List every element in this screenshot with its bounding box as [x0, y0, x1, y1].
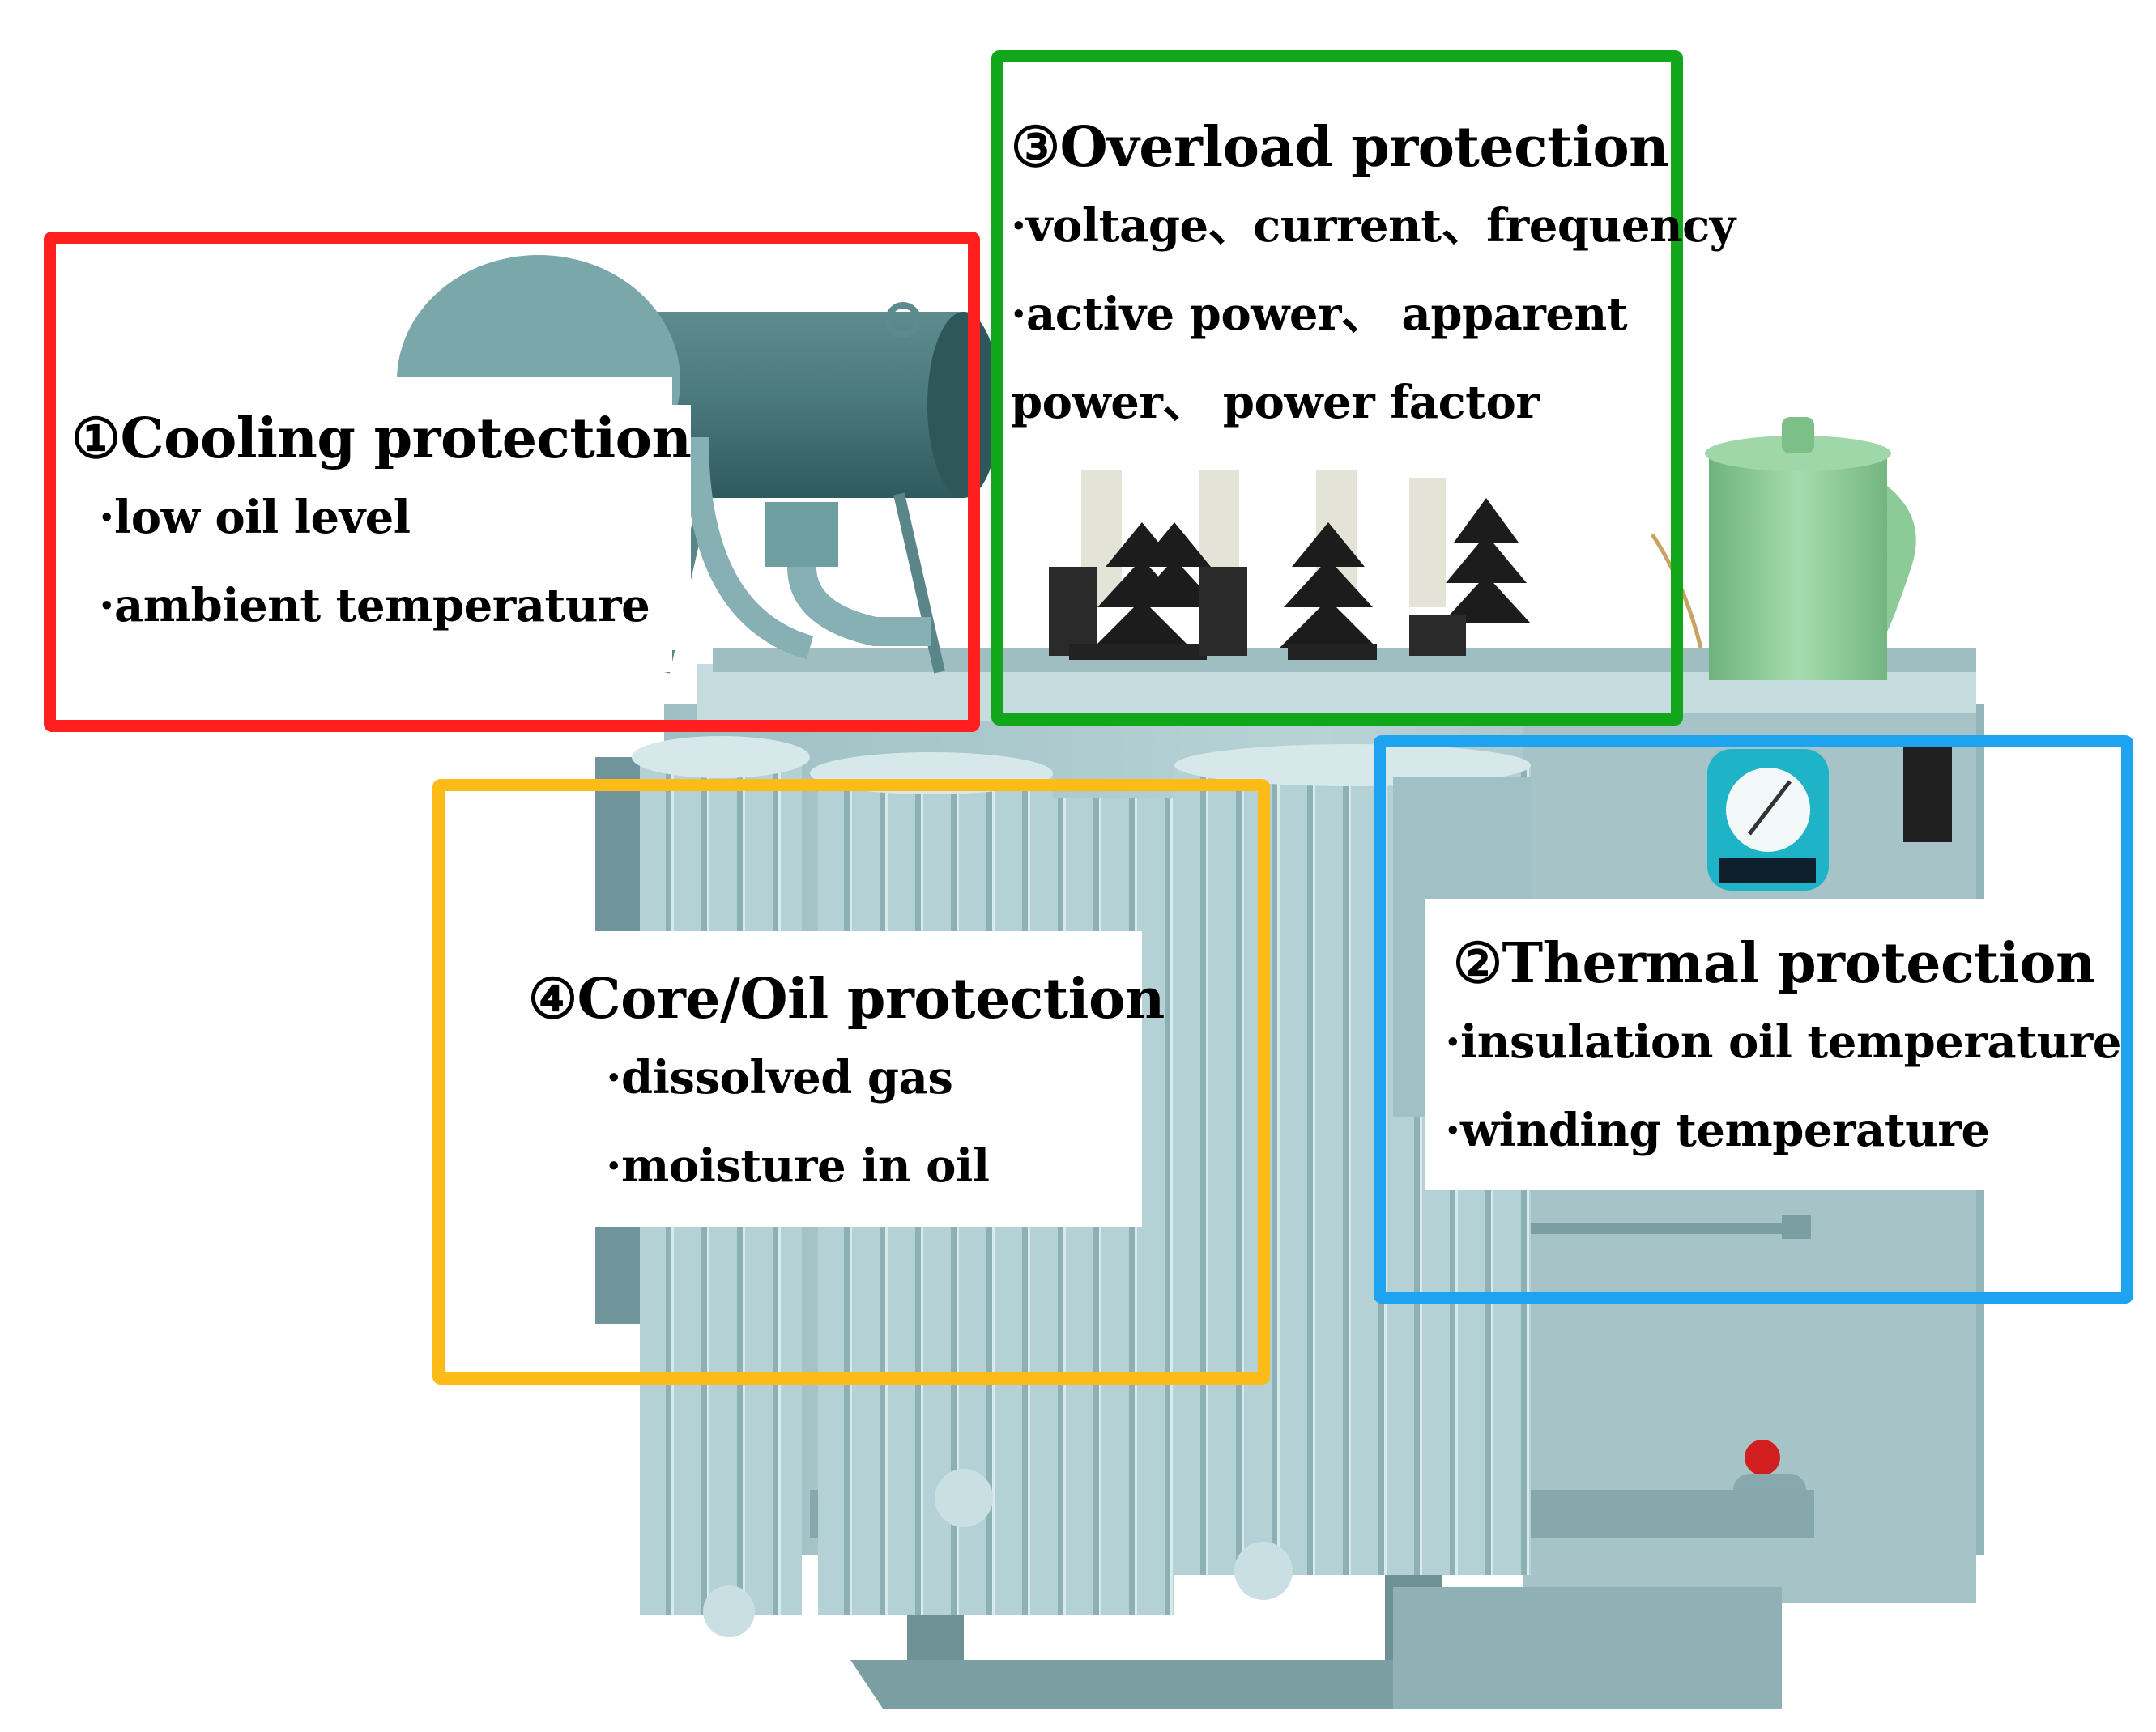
- overload-zone-box: [991, 50, 1683, 726]
- core-oil-protection-title: ④Core/Oil protection: [528, 967, 1165, 1032]
- cooling-protection-label: ①Cooling protection ·low oil level ·ambi…: [71, 405, 692, 651]
- overload-item-voltage-current-frequency: ·voltage、current、frequency: [1011, 199, 1736, 253]
- hv-bushings: [1049, 470, 1531, 660]
- thermal-protection-label: ②Thermal protection ·insulation oil temp…: [1445, 930, 2121, 1175]
- core-oil-item-dissolved-gas: ·dissolved gas: [606, 1051, 953, 1104]
- overload-item-active-apparent-power: ·active power、 apparent: [1011, 287, 1628, 342]
- temperature-gauge-icon: [1707, 745, 1952, 891]
- core-oil-item-moisture-in-oil: ·moisture in oil: [606, 1139, 990, 1194]
- overload-protection-title: ③Overload protection: [1011, 115, 1669, 180]
- thermal-item-winding-temperature: ·winding temperature: [1445, 1104, 1990, 1158]
- overload-item-power-factor: power、 power factor: [1011, 376, 1540, 430]
- thermal-item-insulation-oil-temperature: ·insulation oil temperature: [1445, 1015, 2121, 1069]
- core-oil-zone-box: [432, 779, 1270, 1385]
- thermal-protection-title: ②Thermal protection: [1453, 931, 2095, 996]
- overload-protection-label: ③Overload protection ·voltage、current、fr…: [1011, 113, 1736, 448]
- cooling-zone-box: [44, 232, 980, 732]
- cooling-item-low-oil-level: ·low oil level: [99, 491, 411, 544]
- breather-unit: [1650, 417, 1916, 680]
- cooling-item-ambient-temperature: ·ambient temperature: [99, 579, 650, 633]
- core-oil-protection-label: ④Core/Oil protection ·dissolved gas ·moi…: [528, 965, 1165, 1211]
- cooling-protection-title: ①Cooling protection: [71, 406, 692, 471]
- thermal-zone-box: [1374, 735, 2133, 1304]
